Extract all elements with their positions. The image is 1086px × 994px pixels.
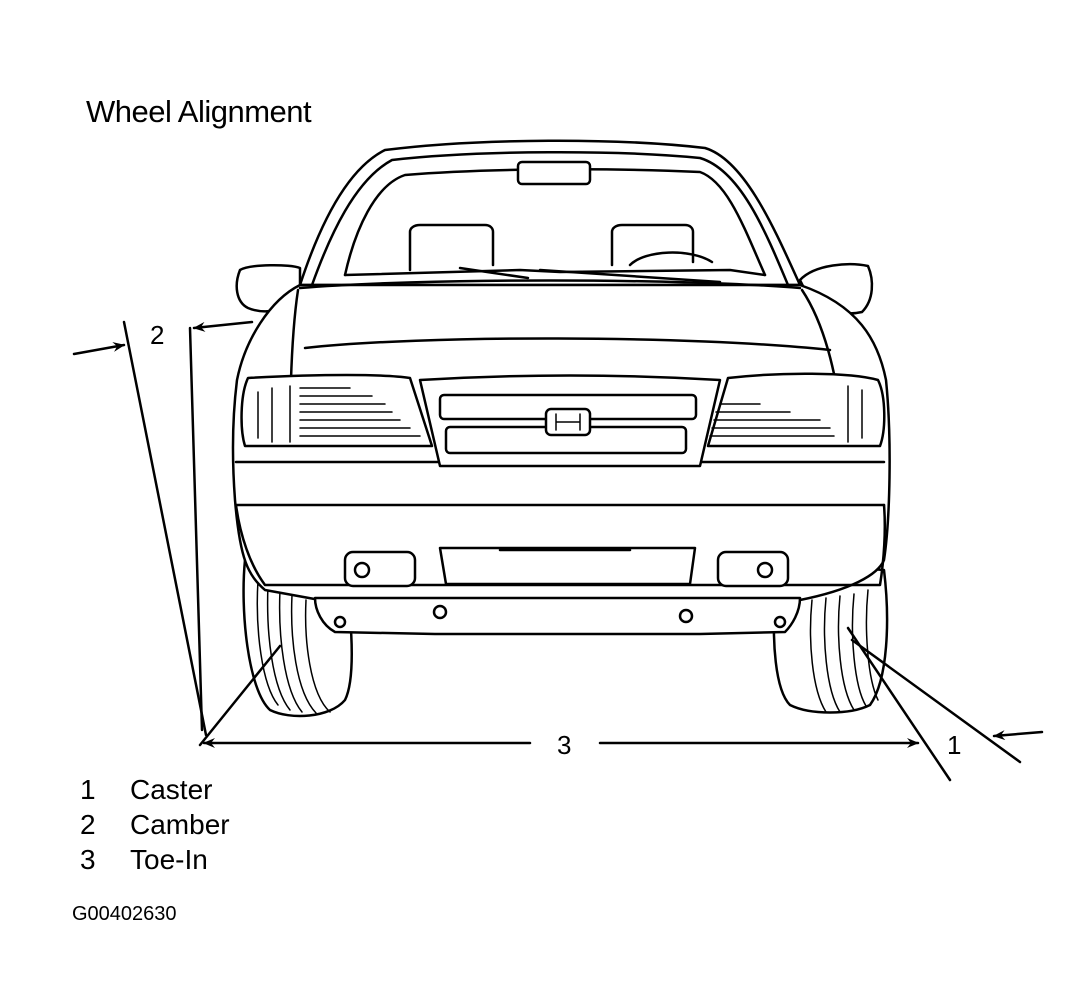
legend-number: 3	[80, 843, 96, 875]
legend-number: 2	[80, 808, 96, 840]
callout-camber: 2	[150, 320, 165, 350]
rear-view-mirror	[516, 160, 592, 186]
grille	[418, 374, 722, 468]
cab	[298, 139, 802, 287]
caster-indicator	[846, 626, 1044, 782]
legend-item: 3 Toe-In	[80, 842, 230, 877]
toe-in-indicator	[198, 644, 920, 748]
camber-indicator	[72, 320, 254, 737]
legend-item: 2 Camber	[80, 807, 230, 842]
legend-label: Toe-In	[130, 843, 208, 875]
skid-plate	[313, 596, 802, 636]
right-headlight	[706, 372, 886, 448]
right-tire	[772, 563, 889, 714]
steering-wheel	[628, 251, 714, 267]
legend-label: Camber	[130, 808, 230, 840]
driver-seat	[408, 223, 495, 272]
passenger-seat	[610, 223, 695, 267]
front-bumper	[234, 503, 887, 636]
legend-number: 1	[80, 773, 96, 805]
legend-item: 1 Caster	[80, 772, 230, 807]
callout-toe-in: 3	[557, 730, 572, 760]
figure-title: Wheel Alignment	[86, 94, 312, 129]
legend-label: Caster	[130, 773, 213, 805]
callout-caster: 1	[947, 730, 962, 760]
legend: 1 Caster 2 Camber 3 Toe-In	[80, 772, 230, 877]
right-fog-light	[716, 550, 790, 588]
left-headlight	[240, 373, 434, 448]
figure-code: G00402630	[72, 903, 177, 925]
